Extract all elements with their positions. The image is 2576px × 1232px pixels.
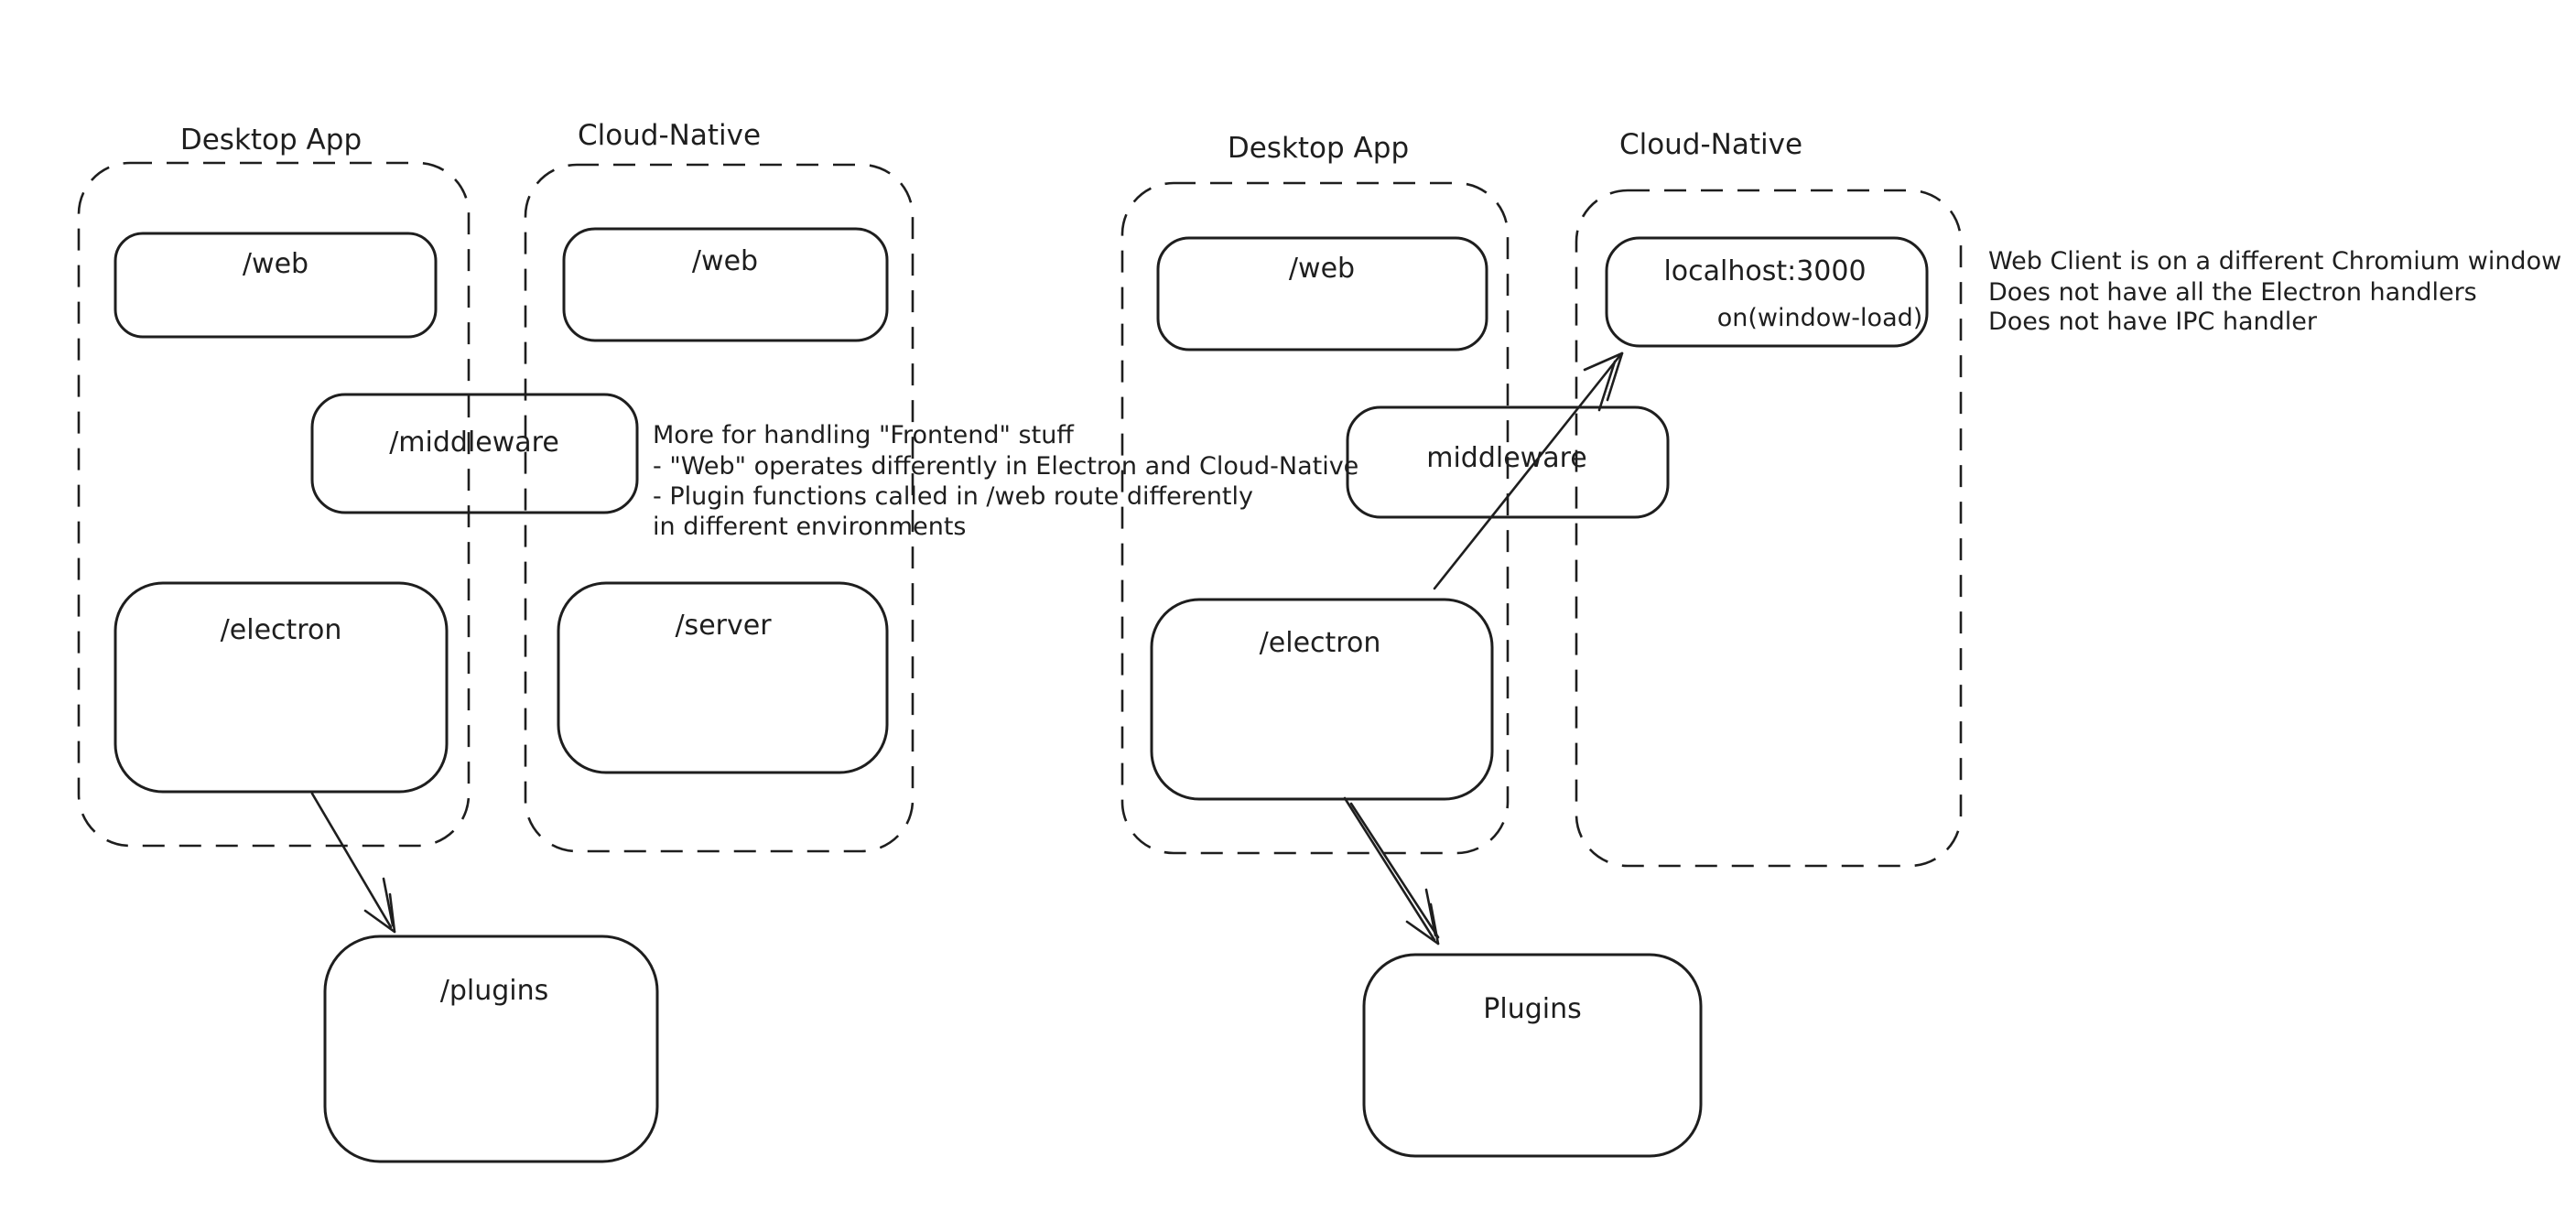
green-note-line-3: - Plugin functions called in /web route …: [653, 482, 1253, 511]
green-note-line-2: - "Web" operates differently in Electron…: [653, 452, 1358, 481]
left-desktop-app-label: Desktop App: [180, 124, 362, 157]
left-cloud-web-box: [562, 227, 889, 342]
red-note-line-1: Web Client is on a different Chromium wi…: [1988, 247, 2561, 276]
left-electron-box: [114, 581, 449, 794]
right-desktop-web-box: [1156, 236, 1488, 351]
right-cloud-native-label: Cloud-Native: [1619, 128, 1802, 161]
right-plugins-label: Plugins: [1483, 993, 1581, 1025]
green-note-line-4: in different environments: [653, 513, 966, 541]
red-note-line-3: Does not have IPC handler: [1988, 308, 2318, 336]
left-plugins-box: [323, 935, 659, 1163]
localhost-3000-label: localhost:3000: [1663, 255, 1866, 287]
localhost-3000-box: [1605, 236, 1929, 348]
left-electron-label: /electron: [221, 614, 342, 646]
right-desktop-app-container: [1120, 181, 1510, 855]
right-electron-to-plugins-arrow: [1343, 796, 1440, 946]
right-desktop-app-label: Desktop App: [1228, 132, 1409, 165]
left-middleware-box: [310, 393, 639, 514]
left-electron-to-plugins-arrow: [310, 792, 396, 934]
right-electron-label: /electron: [1260, 627, 1381, 659]
on-window-load-label: on(window-load): [1717, 304, 1923, 332]
left-desktop-web-box: [114, 232, 438, 339]
red-note-line-2: Does not have all the Electron handlers: [1988, 278, 2477, 307]
left-middleware-label: /middleware: [389, 427, 559, 459]
green-note: More for handling "Frontend" stuff - "We…: [653, 421, 1358, 541]
left-cloud-web-label: /web: [692, 245, 758, 277]
right-desktop-web-label: /web: [1289, 253, 1355, 285]
left-desktop-app-container: [77, 161, 471, 848]
red-note: Web Client is on a different Chromium wi…: [1988, 247, 2561, 336]
right-middleware-label: middleware: [1426, 442, 1587, 474]
right-electron-box: [1150, 598, 1494, 801]
left-server-box: [557, 581, 889, 774]
right-plugins-box: [1362, 953, 1703, 1158]
left-cloud-native-label: Cloud-Native: [578, 119, 761, 152]
left-cloud-native-container: [524, 163, 915, 853]
right-cloud-native-container: [1575, 189, 1963, 868]
green-note-line-1: More for handling "Frontend" stuff: [653, 421, 1075, 449]
left-desktop-web-label: /web: [243, 248, 308, 280]
left-server-label: /server: [675, 610, 772, 642]
electron-to-localhost-arrow: [1433, 351, 1624, 590]
right-middleware-box: [1346, 405, 1670, 519]
left-plugins-label: /plugins: [440, 975, 549, 1007]
